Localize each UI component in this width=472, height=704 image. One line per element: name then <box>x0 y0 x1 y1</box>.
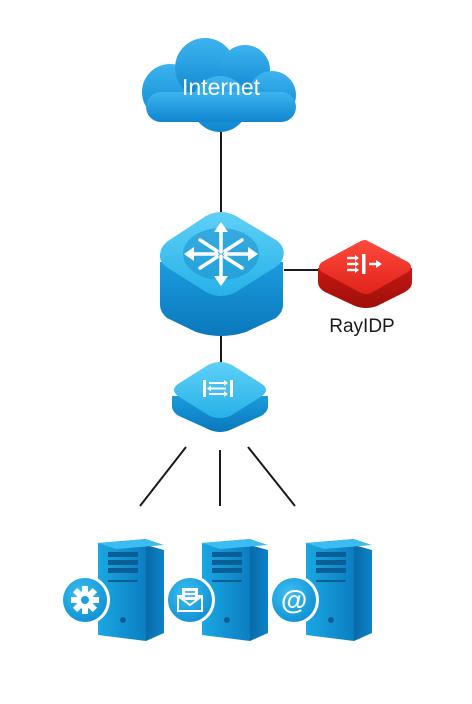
server-power-light <box>120 617 126 623</box>
server-side <box>250 545 268 641</box>
server-drive-bay <box>108 560 138 565</box>
server-power-light <box>328 617 334 623</box>
gear-icon <box>60 575 110 625</box>
mail-server <box>165 539 268 641</box>
rayidp-label: RayIDP <box>329 316 394 337</box>
server-drive-bay <box>316 568 346 573</box>
servers: @ <box>60 539 372 641</box>
access-firewall <box>172 362 268 432</box>
rayidp-device: RayIDP <box>318 240 412 337</box>
server-drive-bay <box>212 568 242 573</box>
firewall-icon <box>203 380 233 397</box>
link-firewall-server-right <box>247 446 296 507</box>
server-top <box>98 539 164 549</box>
server-drive-bay <box>108 552 138 557</box>
server-top <box>202 539 268 549</box>
server-power-light <box>224 617 230 623</box>
server-slot <box>108 580 138 582</box>
firewall-top <box>174 362 266 418</box>
server-slot <box>212 580 242 582</box>
server-side <box>146 545 164 641</box>
core-switch <box>159 212 284 336</box>
web-server: @ <box>269 539 372 641</box>
cloud-icon <box>142 38 296 132</box>
connection-lines <box>139 128 318 507</box>
server-drive-bay <box>212 560 242 565</box>
server-side <box>354 545 372 641</box>
at-sign-icon: @ <box>269 575 319 625</box>
settings-server <box>60 539 164 641</box>
server-drive-bay <box>108 568 138 573</box>
server-slot <box>316 580 346 582</box>
ips-device-icon <box>347 254 382 274</box>
envelope-icon <box>165 575 215 625</box>
link-firewall-server-left <box>139 446 187 507</box>
server-drive-bay <box>212 552 242 557</box>
server-top <box>306 539 372 549</box>
layer3-switch-icon <box>183 222 259 286</box>
internet-label: Internet <box>182 74 261 100</box>
svg-text:@: @ <box>281 585 307 615</box>
server-drive-bay <box>316 552 346 557</box>
internet-cloud: Internet <box>142 38 296 132</box>
server-drive-bay <box>316 560 346 565</box>
